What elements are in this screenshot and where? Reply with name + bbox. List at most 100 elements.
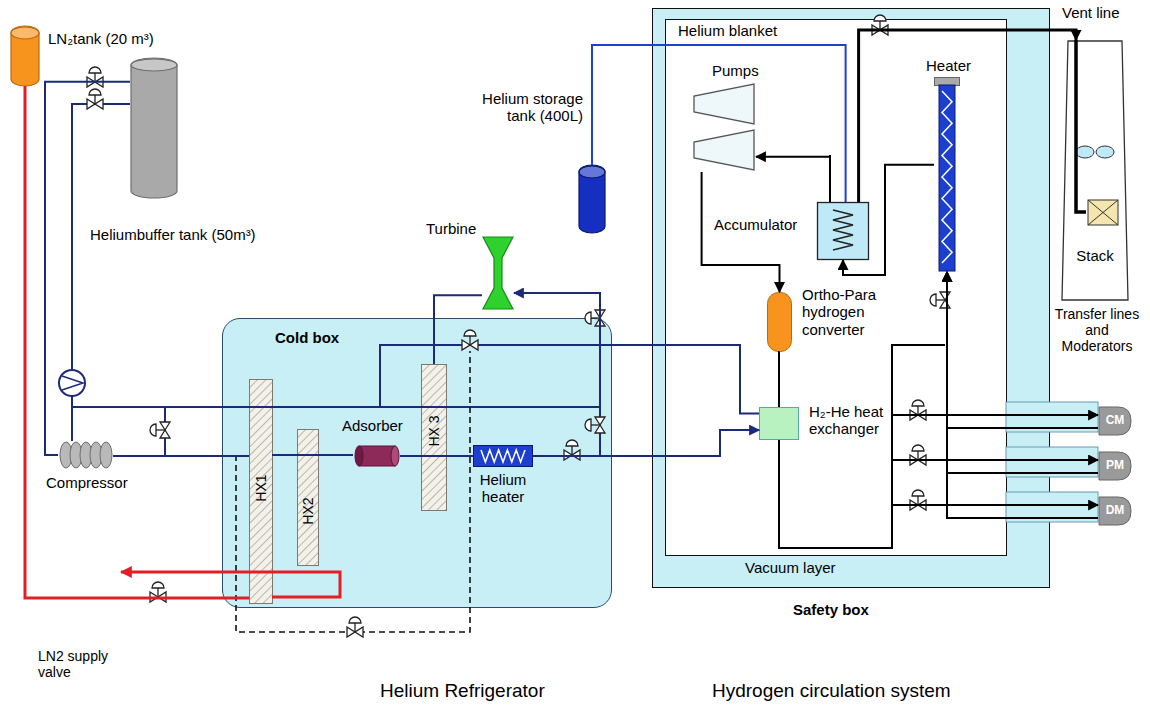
text-slot: Pumps <box>712 62 759 79</box>
text-slot: LN₂tank (20 m³) <box>48 30 154 47</box>
node-label: Accumulator <box>714 216 797 233</box>
accumulator-shape <box>817 202 869 260</box>
pipe-connector <box>514 293 759 414</box>
text-slot: Hydrogen circulation system <box>712 680 951 702</box>
pipe-connector <box>533 430 759 456</box>
storage-tank-shape <box>578 165 606 233</box>
node-label: Stack <box>1058 247 1132 264</box>
text-slot: PM <box>1098 451 1132 481</box>
pipe-connector <box>779 440 1098 548</box>
helium-pipe <box>164 407 166 455</box>
annotation-label: Vacuum layer <box>745 559 836 576</box>
helium-pipe <box>380 345 600 407</box>
text-slot: HX1 <box>249 478 273 498</box>
pumps: Pumps <box>692 82 756 172</box>
adsorber: Adsorber <box>354 445 400 467</box>
node-label: Compressor <box>46 474 128 491</box>
helium-pipe <box>72 406 600 408</box>
text-slot: Heliumbuffer tank (50m³) <box>90 226 256 243</box>
transfer-line-band <box>1006 492 1098 522</box>
compressor-shape <box>58 441 114 469</box>
heat-exchanger: HX2 <box>297 429 319 566</box>
annotation-label: Helium Refrigerator <box>380 680 545 702</box>
compressor: Compressor <box>58 441 114 469</box>
text-slot: Transfer lines and Moderators <box>1050 306 1144 354</box>
node-label: HX 3 <box>426 415 442 446</box>
helium-pipe <box>599 345 601 455</box>
node-label: Turbine <box>426 220 476 237</box>
node-label: H₂-He heat exchanger <box>809 403 899 438</box>
pipe-connector <box>400 455 473 457</box>
text-slot: HX 3 <box>421 421 447 441</box>
cold-box: Cold boxHX1HX2 Adsorber HX 3 Helium heater <box>222 318 612 608</box>
text-slot: Helium storage tank (400L) <box>478 90 583 125</box>
annotation-label: LN2 supply valve <box>38 648 128 680</box>
transfer-line-band <box>1006 402 1098 432</box>
stack: Stack <box>1058 40 1132 302</box>
annotation-label: Transfer lines and Moderators <box>1050 306 1144 354</box>
control-line <box>236 351 470 632</box>
text-slot: Vacuum layer <box>745 559 836 576</box>
text-slot: DM <box>1098 496 1132 526</box>
safety-box: Safety boxHelium blanketPumpsAccumulator… <box>652 8 1050 588</box>
helium-heater: Helium heater <box>473 445 533 467</box>
pipe-connector <box>859 30 1076 202</box>
turbine: Turbine <box>482 236 514 310</box>
text-slot: Helium Refrigerator <box>380 680 545 702</box>
text-slot: Adsorber <box>342 417 403 434</box>
pipe-connector <box>778 352 781 407</box>
ln2-tank-shape <box>10 26 40 86</box>
helium-pipe <box>72 104 130 441</box>
node-label: HX2 <box>300 497 316 524</box>
hydrogen-bypass <box>892 345 945 415</box>
node-label: CM <box>1106 414 1125 428</box>
helium-heater-shape <box>473 445 533 467</box>
pipe-connector <box>756 155 830 202</box>
text-slot: Helium blanket <box>678 22 777 39</box>
text-slot: Safety box <box>793 601 869 618</box>
text-slot: Stack <box>1058 247 1132 264</box>
pipe-connector <box>434 295 482 364</box>
text-slot: Helium heater <box>473 471 533 506</box>
ln2-tank: LN₂tank (20 m³) <box>10 26 40 86</box>
text-slot: H₂-He heat exchanger <box>809 403 899 438</box>
node-label: HX1 <box>253 474 269 501</box>
annotation-label: Hydrogen circulation system <box>712 680 951 702</box>
heater: Heater <box>934 77 960 272</box>
text-slot: Cold box <box>275 329 339 346</box>
pipe-connector <box>779 440 1098 548</box>
storage-tank: Helium storage tank (400L) <box>578 165 606 233</box>
pipe-connector <box>25 86 249 598</box>
compressor-symbol <box>59 370 85 396</box>
text-slot: Vent line <box>1062 4 1120 21</box>
node-label: PM <box>1106 459 1124 473</box>
heat-exchanger-shape <box>759 407 799 440</box>
adsorber-shape <box>354 445 400 467</box>
pipe-connector <box>114 454 249 457</box>
pumps-shape <box>692 82 756 172</box>
helium-pipe <box>272 454 353 456</box>
text-slot: LN2 supply valve <box>38 648 128 680</box>
node-label: Heater <box>926 57 971 74</box>
node-label: Heliumbuffer tank (50m³) <box>90 226 256 243</box>
valve-symbol <box>87 15 950 637</box>
pipe-connector <box>45 82 130 455</box>
text-slot: Turbine <box>426 220 476 237</box>
node-label: Safety box <box>793 601 869 618</box>
buffer-tank-shape <box>130 58 178 198</box>
converter: Ortho-Para hydrogen converter <box>767 292 792 352</box>
buffer-tank: Heliumbuffer tank (50m³) <box>130 58 178 198</box>
node-label: Ortho-Para hydrogen converter <box>802 286 892 338</box>
pipe-connector <box>843 165 934 275</box>
helium-blanket: Helium blanketPumpsAccumulator HeaterOrth… <box>665 19 1007 556</box>
annotation-label: Vent line <box>1062 4 1120 21</box>
text-slot: Heater <box>926 57 971 74</box>
node-label: Pumps <box>712 62 759 79</box>
text-slot: Accumulator <box>714 216 797 233</box>
pipe-connector <box>592 45 846 202</box>
node-label: Adsorber <box>342 417 403 434</box>
moderator: PM <box>1098 451 1132 481</box>
node-label: Cold box <box>275 329 339 346</box>
ln2-return <box>121 572 340 597</box>
